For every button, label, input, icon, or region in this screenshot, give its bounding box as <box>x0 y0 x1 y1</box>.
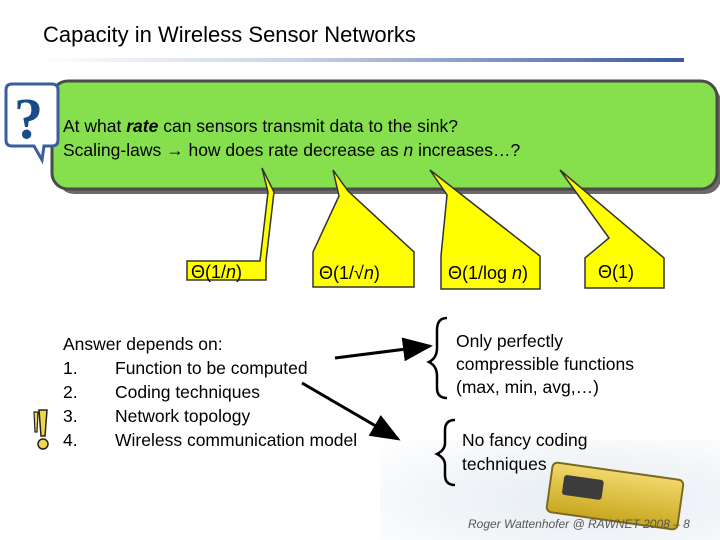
callout-shape-4 <box>559 169 665 289</box>
list-item: 1.Function to be computed <box>63 358 308 378</box>
arrow-to-coding <box>301 381 401 441</box>
right-arrow-icon: → <box>166 140 184 160</box>
compressible-note: Only perfectly compressible functions (m… <box>456 331 634 397</box>
callout-shape-3 <box>429 169 541 290</box>
callout-label-4: Θ(1) <box>598 262 634 282</box>
callout-label-2: Θ(1/√n) <box>319 263 380 283</box>
question-line-1: At what rate can sensors transmit data t… <box>63 116 458 136</box>
callout-label-3: Θ(1/log n) <box>448 263 529 283</box>
title-underline <box>38 58 684 62</box>
question-line-2: Scaling-laws → how does rate decrease as… <box>63 140 521 160</box>
question-mark-icon: ? <box>4 82 60 165</box>
callout-shape-1 <box>186 167 275 281</box>
brace-coding <box>434 418 456 487</box>
callout-shape-2 <box>312 169 415 288</box>
svg-text:?: ? <box>14 86 43 151</box>
rate-emphasis: rate <box>126 116 159 136</box>
coding-note: No fancy coding techniques <box>462 430 588 474</box>
brace-compressible <box>426 316 448 400</box>
list-item: 2.Coding techniques <box>63 382 260 402</box>
answer-heading: Answer depends on: <box>63 334 223 354</box>
callout-label-1: Θ(1/n) <box>191 262 243 282</box>
answer-list: Answer depends on: 1.Function to be comp… <box>63 332 357 452</box>
slide-title: Capacity in Wireless Sensor Networks <box>43 22 416 47</box>
list-item: 3.Network topology <box>63 406 251 426</box>
slide-footer: Roger Wattenhofer @ RAWNET 2008 – 8 <box>468 517 690 531</box>
list-item: 4.Wireless communication model <box>63 430 358 450</box>
exclamation-mark-icon <box>33 409 49 450</box>
question-text: At what rate can sensors transmit data t… <box>63 114 520 162</box>
arrow-to-compressible <box>334 337 433 362</box>
